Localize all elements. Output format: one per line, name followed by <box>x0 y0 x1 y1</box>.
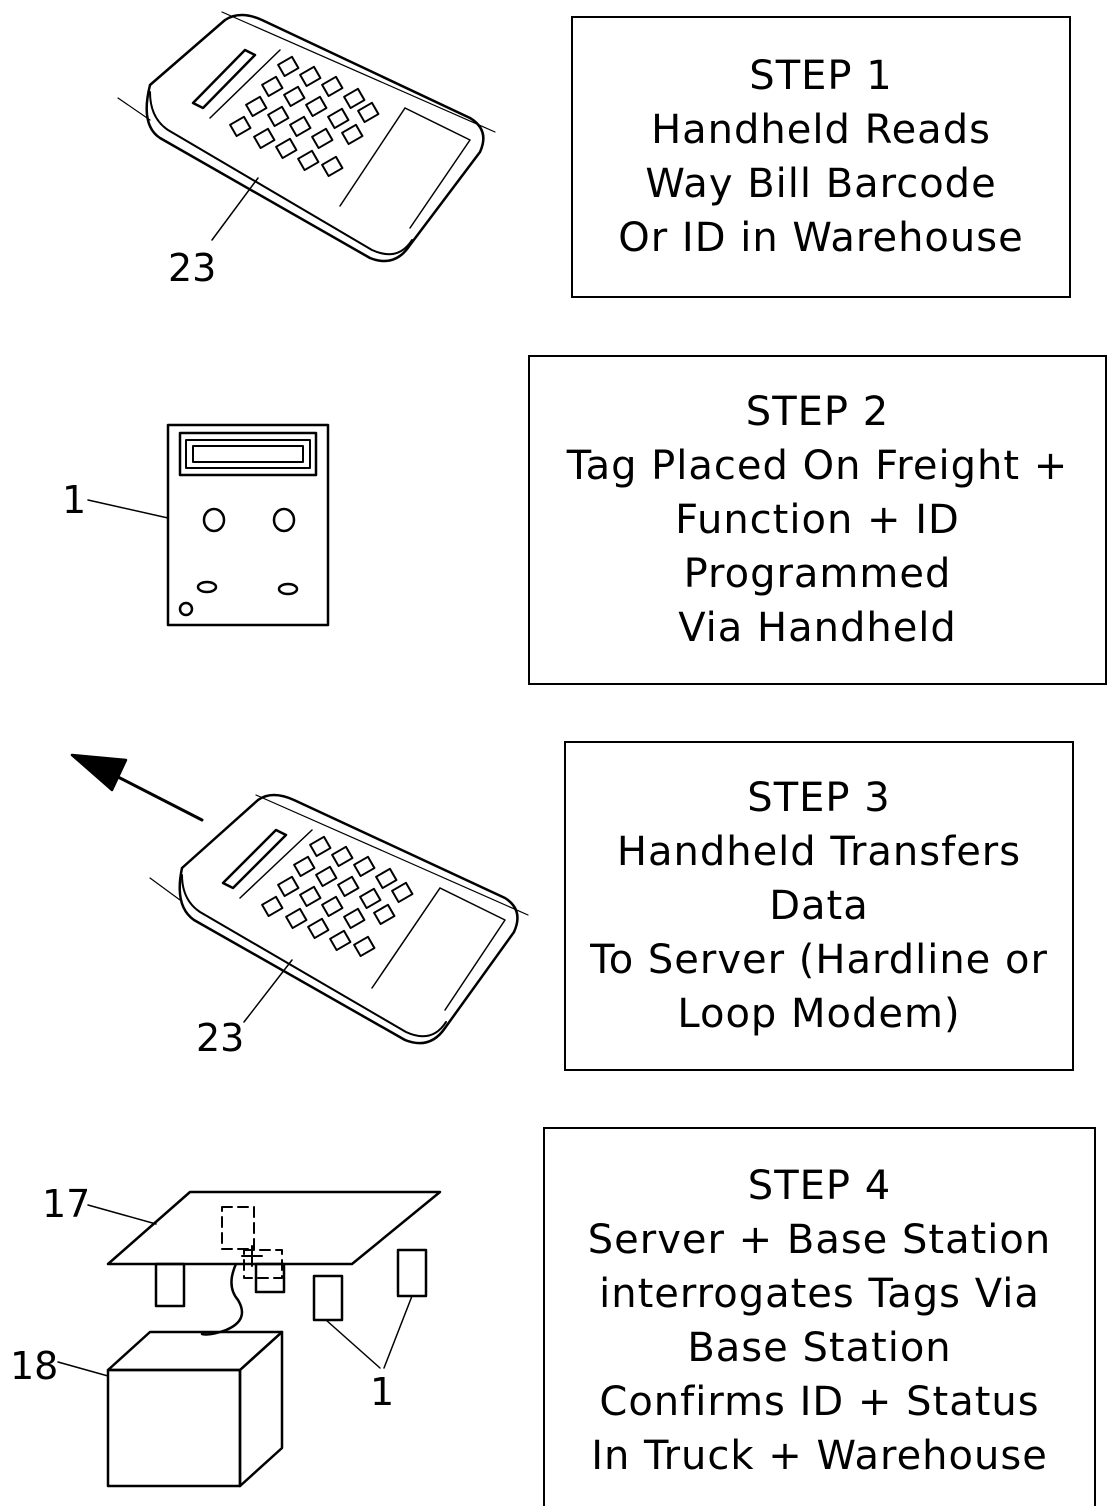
transfer-arrow-icon <box>70 753 204 822</box>
server-box-icon <box>57 1330 284 1488</box>
ref-tag-1: 1 <box>62 478 87 522</box>
step-1-line-1: Handheld Reads <box>651 107 991 153</box>
tag-device-icon <box>87 423 330 627</box>
step-3-box: STEP 3 Handheld Transfers Data To Server… <box>564 741 1074 1071</box>
step-2-line-2: Function + ID <box>675 497 960 543</box>
step-3-line-1: Handheld Transfers <box>616 829 1022 875</box>
step-2-line-4: Via Handheld <box>678 605 957 651</box>
step-3-title: STEP 3 <box>747 775 891 821</box>
step-4-line-3: Base Station <box>687 1325 952 1371</box>
step-2-line-1: Tag Placed On Freight + <box>566 443 1069 489</box>
step-2-box: STEP 2 Tag Placed On Freight + Function … <box>528 355 1107 685</box>
step-3-line-3: To Server (Hardline or <box>590 937 1048 983</box>
step-4-line-2: interrogates Tags Via <box>599 1271 1040 1317</box>
step-4-line-4: Confirms ID + Status <box>599 1379 1040 1425</box>
ref-server-18: 18 <box>10 1344 59 1388</box>
handheld-reader-icon <box>117 11 496 263</box>
base-station-icon <box>87 1190 442 1369</box>
step-1-line-2: Way Bill Barcode <box>645 161 997 207</box>
ref-handheld-23-bottom: 23 <box>196 1016 245 1060</box>
step-4-line-5: In Truck + Warehouse <box>591 1433 1048 1479</box>
ref-handheld-23: 23 <box>168 246 217 290</box>
ref-tags-1: 1 <box>370 1370 395 1414</box>
step-1-title: STEP 1 <box>749 53 893 99</box>
step-1-box: STEP 1 Handheld Reads Way Bill Barcode O… <box>571 16 1071 298</box>
step-1-line-3: Or ID in Warehouse <box>618 215 1024 261</box>
step-4-title: STEP 4 <box>747 1163 892 1209</box>
step-4-line-1: Server + Base Station <box>587 1217 1052 1263</box>
handheld-reader-icon <box>149 793 529 1045</box>
step-3-line-4: Loop Modem) <box>677 991 961 1037</box>
step-4-box: STEP 4 Server + Base Station interrogate… <box>543 1127 1096 1506</box>
step-2-line-3: Programmed <box>683 551 952 597</box>
ref-base-station-17: 17 <box>42 1182 91 1226</box>
step-2-title: STEP 2 <box>745 389 890 435</box>
step-3-line-2: Data <box>769 883 869 929</box>
